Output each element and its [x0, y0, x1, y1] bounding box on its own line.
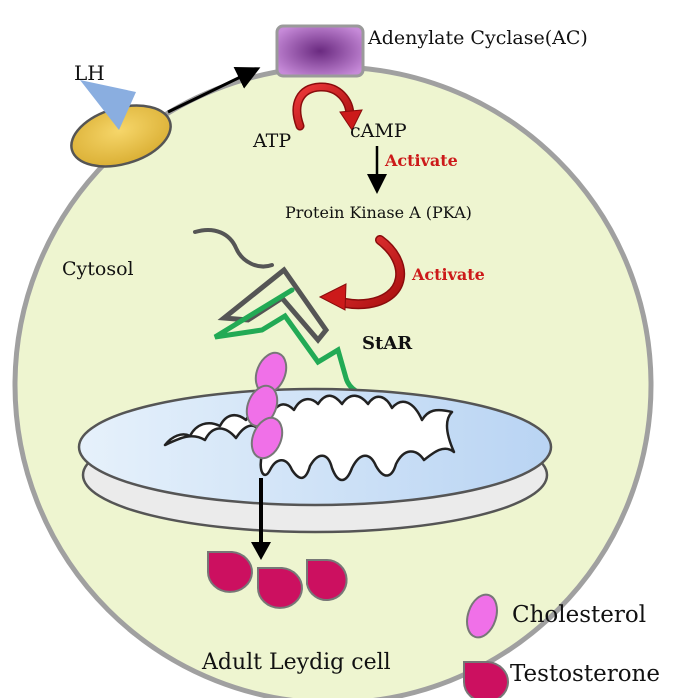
- legend-testosterone-label: Testosterone: [510, 661, 660, 687]
- cholesterol-icon: [245, 384, 279, 428]
- lh-label: LH: [74, 61, 105, 85]
- cholesterol-to-testosterone-arrowhead: [251, 542, 271, 560]
- testosterone-icon: [257, 567, 303, 609]
- legend: Cholesterol Testosterone: [463, 593, 660, 698]
- testosterone-icon: [207, 551, 253, 593]
- activate-label-1: Activate: [384, 151, 458, 170]
- testosterone-legend-icon: [463, 661, 509, 698]
- activate-label-2: Activate: [411, 265, 485, 284]
- pka-to-star-arrowhead: [318, 283, 347, 311]
- cytosol-label: Cytosol: [62, 258, 134, 280]
- atp-label: ATP: [252, 130, 291, 152]
- lh-hormone-icon: [80, 80, 136, 130]
- cell-name-label: Adult Leydig cell: [201, 650, 391, 675]
- receptor-to-ac-arrow: [167, 67, 261, 114]
- testosterone-icon: [306, 559, 348, 601]
- star-label: StAR: [362, 333, 413, 354]
- pka-label: Protein Kinase A (PKA): [285, 203, 472, 222]
- cholesterol-icon: [250, 416, 284, 460]
- star-tail: [193, 228, 274, 269]
- cholesterol-legend-icon: [466, 593, 498, 639]
- legend-cholesterol-label: Cholesterol: [512, 602, 646, 628]
- adenylate-cyclase-label: Adenylate Cyclase(AC): [367, 27, 588, 49]
- atp-to-camp-arrowhead: [339, 109, 363, 131]
- camp-label: cAMP: [350, 120, 407, 142]
- adenylate-cyclase-icon: [275, 24, 365, 78]
